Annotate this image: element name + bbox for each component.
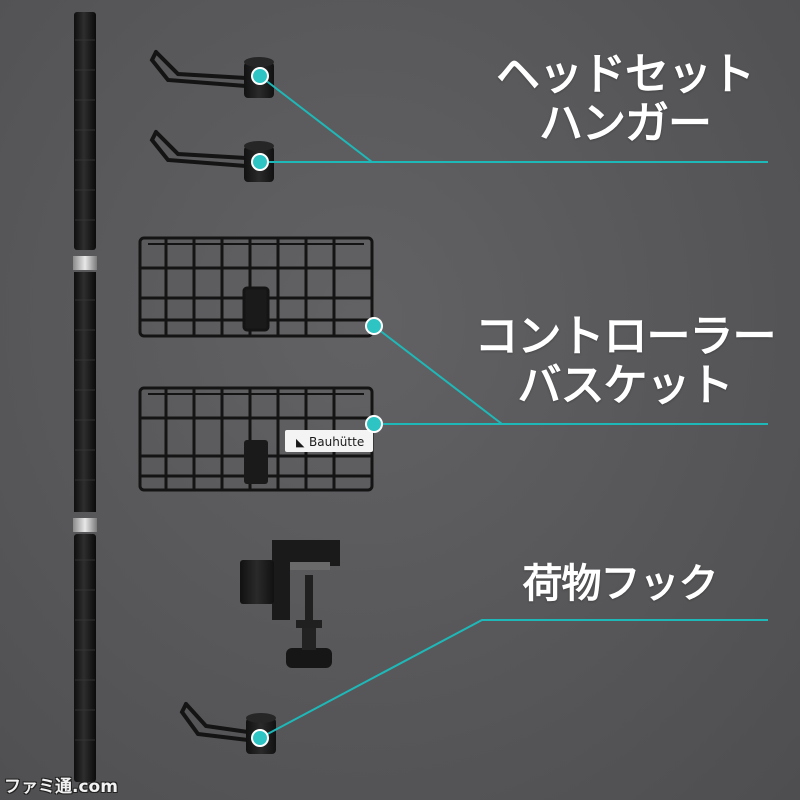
dot-headset-lower	[251, 153, 269, 171]
label-headset-line2: ハンガー	[539, 98, 712, 150]
luggage-hook	[179, 702, 276, 754]
brand-plate-text: Bauhütte	[309, 435, 364, 449]
leader-lines	[259, 75, 768, 739]
brand-plate	[285, 430, 373, 452]
desk-clamp	[240, 540, 340, 668]
pole	[73, 12, 97, 782]
label-hook-text: 荷物フック	[522, 561, 719, 607]
label-headset-line1: ヘッドセット	[496, 49, 755, 100]
label-basket-line2: バスケット	[517, 360, 734, 412]
svg-text:◣: ◣	[296, 436, 305, 449]
controller-basket-upper	[138, 236, 374, 338]
label-luggage-hook: 荷物フック	[500, 562, 740, 607]
label-controller-basket: コントローラー バスケット	[455, 312, 795, 411]
label-basket-line1: コントローラー	[474, 311, 777, 362]
label-headset-hanger: ヘッドセット ハンガー	[470, 50, 780, 149]
callout-dots	[251, 67, 383, 747]
dot-headset-upper	[251, 67, 269, 85]
controller-basket-lower: ◣ Bauhütte	[138, 386, 374, 492]
leader-line-hook	[259, 619, 768, 739]
dot-basket-lower	[365, 415, 383, 433]
dot-basket-upper	[365, 317, 383, 335]
watermark: ファミ通.com	[4, 777, 118, 797]
pole-joint-upper	[73, 256, 97, 270]
dot-hook	[251, 729, 269, 747]
pole-joint-lower	[73, 518, 97, 532]
